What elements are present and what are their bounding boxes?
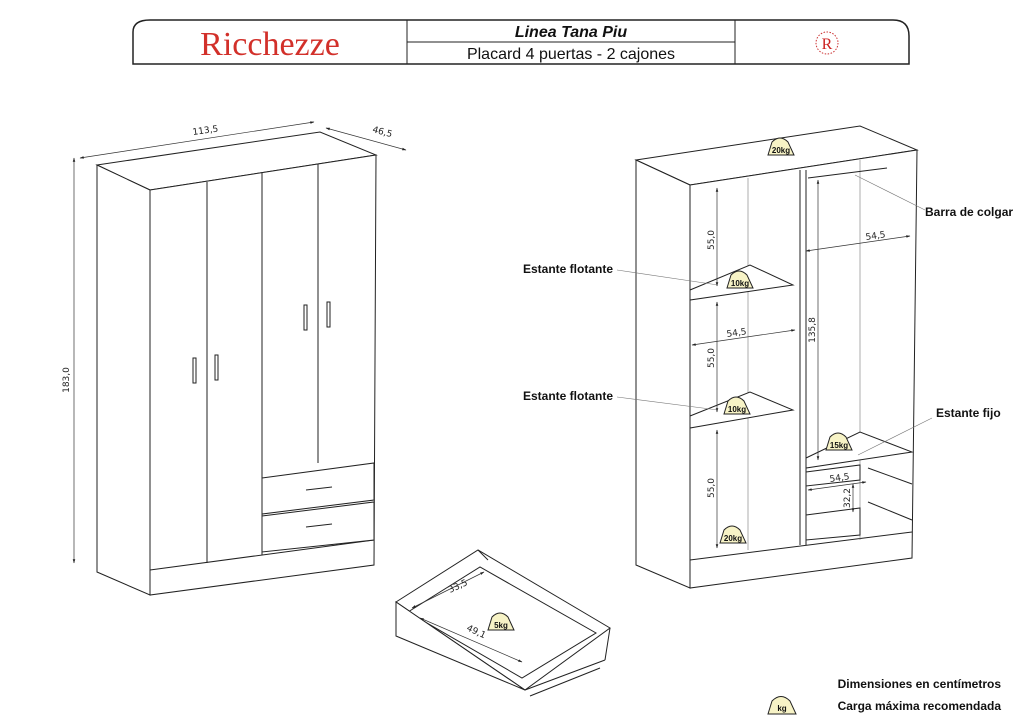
svg-text:10kg: 10kg bbox=[731, 279, 749, 288]
brand-logo: Ricchezze bbox=[200, 26, 340, 63]
width-dimension: 113,5 bbox=[192, 124, 219, 137]
title-block: Ricchezze Linea Tana Piu Placard 4 puert… bbox=[132, 19, 910, 65]
label-hanging-bar: Barra de colgar bbox=[925, 205, 1013, 219]
legend-max-load: Carga máxima recomendada bbox=[838, 699, 1002, 713]
right-width-dimension: 54,5 bbox=[865, 230, 886, 243]
weight-icon-shelf-1: 10kg bbox=[726, 270, 754, 289]
svg-text:kg: kg bbox=[777, 704, 786, 713]
label-fixed-shelf: Estante fijo bbox=[936, 406, 1001, 420]
left-width-dimension: 54,5 bbox=[726, 327, 747, 340]
product-line: Linea Tana Piu bbox=[515, 24, 628, 41]
drawer-height-dimension: 32,2 bbox=[843, 488, 853, 508]
svg-text:20kg: 20kg bbox=[724, 534, 742, 543]
svg-text:20kg: 20kg bbox=[772, 146, 790, 155]
closed-wardrobe-view: 113,5 46,5 183,0 bbox=[62, 121, 407, 596]
weight-icon-legend bbox=[767, 696, 797, 715]
drawer-view: 33,5 49,1 5kg bbox=[395, 549, 611, 697]
legend-units: Dimensiones en centímetros bbox=[838, 677, 1002, 691]
label-floating-shelf-1: Estante flotante bbox=[523, 262, 613, 276]
seal-logo: R bbox=[815, 31, 839, 55]
svg-text:10kg: 10kg bbox=[728, 405, 746, 414]
weight-icon-fixed-shelf: 15kg bbox=[825, 432, 853, 451]
open-wardrobe-view: 55,0 55,0 55,0 54,5 54,5 135,8 54,5 32,2… bbox=[523, 125, 1013, 589]
weight-icon-shelf-2: 10kg bbox=[723, 396, 751, 415]
label-floating-shelf-2: Estante flotante bbox=[523, 389, 613, 403]
weight-icon-bottom: 20kg bbox=[719, 525, 747, 544]
depth-dimension: 46,5 bbox=[371, 125, 393, 140]
shelf-height-1-dimension: 55,0 bbox=[707, 230, 717, 250]
svg-text:R: R bbox=[822, 36, 833, 53]
drawer-width-dimension: 54,5 bbox=[829, 472, 850, 485]
weight-icon-drawer: 5kg bbox=[487, 612, 515, 631]
shelf-height-2-dimension: 55,0 bbox=[707, 348, 717, 368]
svg-text:15kg: 15kg bbox=[830, 441, 848, 450]
hanging-height-dimension: 135,8 bbox=[808, 317, 818, 343]
height-dimension: 183,0 bbox=[62, 367, 72, 393]
weight-icon-top: 20kg bbox=[767, 137, 795, 156]
shelf-height-3-dimension: 55,0 bbox=[707, 478, 717, 498]
product-name: Placard 4 puertas - 2 cajones bbox=[467, 46, 675, 63]
legend: Dimensiones en centímetros kg Carga máxi… bbox=[767, 677, 1002, 715]
svg-text:5kg: 5kg bbox=[494, 621, 508, 630]
